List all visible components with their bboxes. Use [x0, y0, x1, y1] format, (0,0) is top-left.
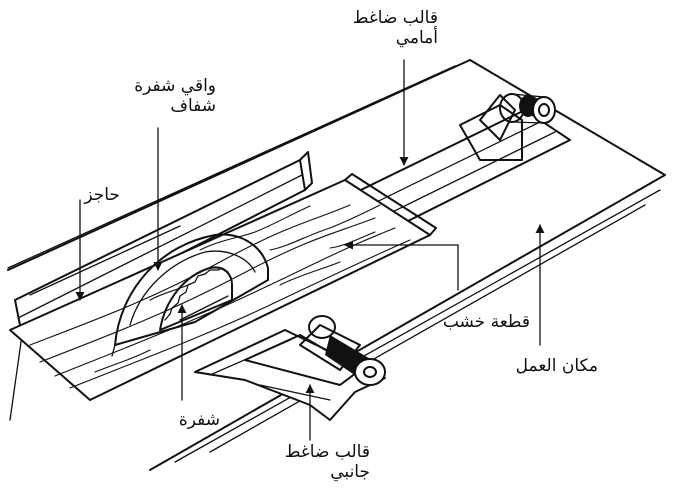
label-work-table: مكان العمل: [478, 356, 598, 376]
label-front-pressure-block-line1: قالب ضاغط: [352, 8, 438, 28]
label-side-pressure-block: قالب ضاغط جانبي: [250, 442, 370, 482]
work-table: [7, 59, 666, 471]
label-blade-guard: واقي شفرة شفاف: [96, 76, 216, 116]
leader-arrows: [75, 59, 545, 441]
label-blade-guard-line2: شفاف: [170, 96, 216, 116]
saw-blade: [159, 266, 233, 331]
label-work-table-line1: مكان العمل: [515, 356, 598, 376]
label-fence-line1: حاجز: [84, 185, 120, 205]
label-fence: حاجز: [40, 185, 120, 205]
label-blade: شفرة: [140, 410, 220, 430]
label-front-pressure-block: قالب ضاغط أمامي: [318, 8, 438, 48]
label-side-pressure-block-line2: جانبي: [330, 462, 370, 482]
label-blade-line1: شفرة: [178, 410, 220, 430]
blade-guard: [111, 233, 269, 357]
label-workpiece: قطعة خشب: [410, 312, 530, 332]
side-pressure-block: [194, 315, 386, 421]
label-front-pressure-block-line2: أمامي: [395, 28, 438, 48]
fence: [9, 151, 313, 421]
label-blade-guard-line1: واقي شفرة: [134, 76, 216, 96]
arrow-workpiece: [344, 240, 459, 291]
label-side-pressure-block-line1: قالب ضاغط: [284, 442, 370, 462]
front-pressure-block: [459, 93, 556, 161]
label-workpiece-line1: قطعة خشب: [442, 312, 530, 332]
